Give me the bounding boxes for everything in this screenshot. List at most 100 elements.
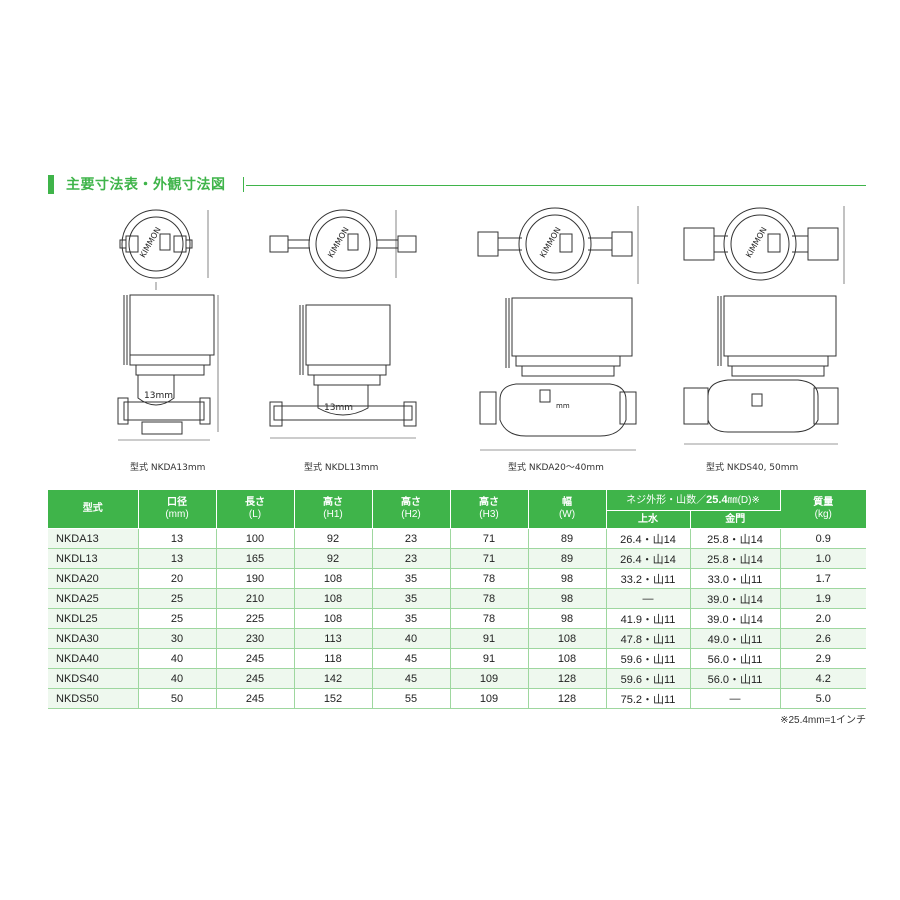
cell-upper: 47.8・山11 [606,628,691,649]
cell-mass: 2.9 [780,648,867,669]
cell-h1: 108 [294,608,373,629]
cell-length: 190 [216,568,295,589]
cell-h2: 45 [372,648,451,669]
footnote: ※25.4mm=1インチ [780,715,866,726]
drawing-dial-text: KIMMON [744,226,769,260]
cell-h3: 78 [450,588,529,609]
cell-mass: 1.0 [780,548,867,569]
cell-width: 98 [528,608,607,629]
cell-length: 100 [216,528,295,549]
header-thread-group: ネジ外形・山数／25.4㎜(D)※ [606,490,781,511]
cell-model: NKDS40 [48,668,139,689]
cell-model: NKDA13 [48,528,139,549]
cell-upper: 41.9・山11 [606,608,691,629]
header-length: 長さ(L) [216,490,295,529]
cell-mass: 1.7 [780,568,867,589]
caption-nkda20-40: 型式 NKDA20～40mm [508,463,604,473]
drawing-dial-text: KIMMON [138,226,163,260]
drawing-dial-text: KIMMON [538,226,563,260]
cell-width: 89 [528,548,607,569]
cell-bore: 13 [138,548,217,569]
cell-width: 128 [528,688,607,709]
cell-length: 225 [216,608,295,629]
cell-gate: 56.0・山11 [690,648,781,669]
cell-upper: 75.2・山11 [606,688,691,709]
header-width: 幅(W) [528,490,607,529]
cell-h1: 152 [294,688,373,709]
cell-h1: 92 [294,528,373,549]
cell-width: 108 [528,628,607,649]
cell-upper: 26.4・山14 [606,548,691,569]
cell-mass: 2.0 [780,608,867,629]
drawing-nkda20-40: mm KIMMON [477,206,639,451]
cell-gate: — [690,688,781,709]
cell-bore: 40 [138,668,217,689]
cell-width: 89 [528,528,607,549]
section-header: 主要寸法表・外観寸法図 [48,174,866,196]
dimension-table: 型式 口径(mm) 長さ(L) 高さ(H1) 高さ(H2) 高さ(H3) 幅(W… [48,490,867,709]
cell-mass: 1.9 [780,588,867,609]
dimension-drawings: 13mm KIMMON 13mm KIMM [0,200,900,480]
cell-mass: 5.0 [780,688,867,709]
cell-upper: — [606,588,691,609]
cell-model: NKDA20 [48,568,139,589]
cell-length: 245 [216,668,295,689]
cell-mass: 2.6 [780,628,867,649]
cell-bore: 30 [138,628,217,649]
cell-width: 108 [528,648,607,669]
cell-mass: 4.2 [780,668,867,689]
cell-h1: 142 [294,668,373,689]
cell-bore: 13 [138,528,217,549]
cell-h3: 71 [450,528,529,549]
cell-width: 98 [528,568,607,589]
cell-length: 245 [216,688,295,709]
cell-h2: 35 [372,608,451,629]
header-model: 型式 [48,490,139,529]
cell-h3: 109 [450,688,529,709]
cell-gate: 33.0・山11 [690,568,781,589]
cell-length: 230 [216,628,295,649]
cell-h1: 108 [294,568,373,589]
header-bore: 口径(mm) [138,490,217,529]
cell-mass: 0.9 [780,528,867,549]
cell-gate: 49.0・山11 [690,628,781,649]
cell-bore: 25 [138,608,217,629]
cell-model: NKDA40 [48,648,139,669]
cell-model: NKDA25 [48,588,139,609]
cell-gate: 25.8・山14 [690,528,781,549]
cell-length: 245 [216,648,295,669]
cell-length: 165 [216,548,295,569]
cell-upper: 59.6・山11 [606,668,691,689]
cell-h1: 92 [294,548,373,569]
drawing-nkdl13: 13mm KIMMON [269,209,417,439]
cell-bore: 50 [138,688,217,709]
caption-nkdl13: 型式 NKDL13mm [304,463,379,473]
header-mass: 質量(kg) [780,490,867,529]
cell-h1: 113 [294,628,373,649]
cell-h3: 91 [450,628,529,649]
cell-h2: 35 [372,568,451,589]
cell-upper: 33.2・山11 [606,568,691,589]
drawing-nkds40-50: KIMMON [683,206,845,445]
cell-length: 210 [216,588,295,609]
cell-model: NKDA30 [48,628,139,649]
drawing-nkda13: 13mm KIMMON [117,209,219,441]
cell-gate: 39.0・山14 [690,608,781,629]
section-accent-bar [48,175,54,194]
header-divider-tick [243,177,244,192]
cell-h1: 118 [294,648,373,669]
cell-model: NKDL13 [48,548,139,569]
cell-h3: 71 [450,548,529,569]
cell-width: 128 [528,668,607,689]
header-rule [246,185,866,186]
cell-h2: 23 [372,528,451,549]
cell-h2: 55 [372,688,451,709]
